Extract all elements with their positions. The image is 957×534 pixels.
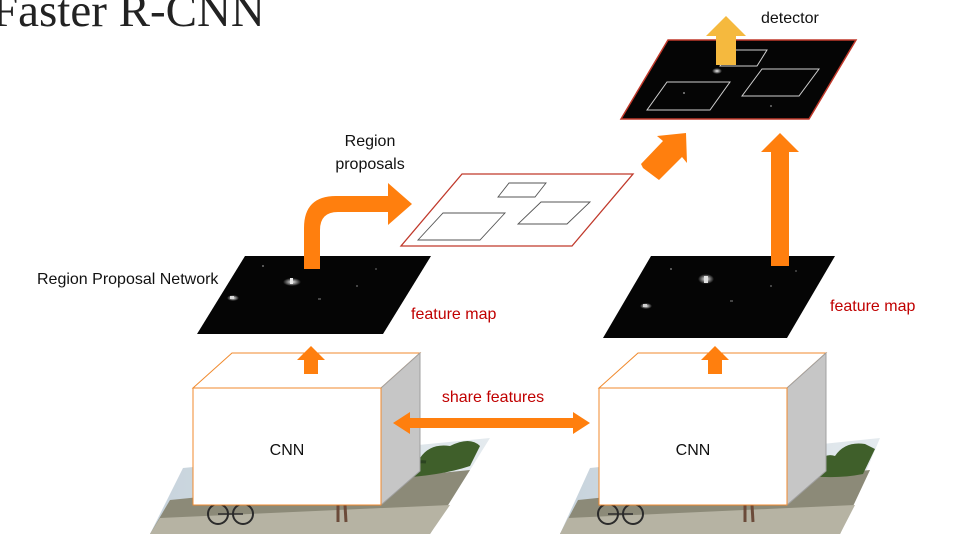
arrow-proposals-to-detector bbox=[641, 133, 687, 180]
feature-map-right bbox=[603, 256, 835, 338]
region-proposals-label-line1: Region bbox=[345, 133, 396, 150]
arrow-detector-output bbox=[706, 16, 746, 65]
share-features-arrow bbox=[393, 412, 590, 434]
slide-title: Faster R-CNN bbox=[0, 0, 265, 37]
region-proposals-label-line2: proposals bbox=[335, 156, 404, 173]
cnn-label-left: CNN bbox=[270, 442, 305, 459]
cnn-label-right: CNN bbox=[676, 442, 711, 459]
cnn-block-left bbox=[191, 351, 422, 507]
arrow-cnn-to-featuremap-left bbox=[297, 346, 325, 374]
arrow-featuremap-to-detector bbox=[761, 133, 799, 266]
detector-plane bbox=[619, 39, 858, 120]
feature-map-left bbox=[197, 256, 431, 334]
cnn-block-right bbox=[597, 351, 828, 507]
feature-map-label-left: feature map bbox=[411, 306, 496, 323]
region-proposals-plane bbox=[399, 173, 635, 247]
rpn-label: Region Proposal Network bbox=[37, 271, 219, 288]
detector-label: detector bbox=[761, 10, 819, 27]
feature-map-label-right: feature map bbox=[830, 298, 915, 315]
arrow-rpn-to-proposals bbox=[304, 183, 412, 269]
share-features-label: share features bbox=[442, 389, 544, 406]
arrow-cnn-to-featuremap-right bbox=[701, 346, 729, 374]
